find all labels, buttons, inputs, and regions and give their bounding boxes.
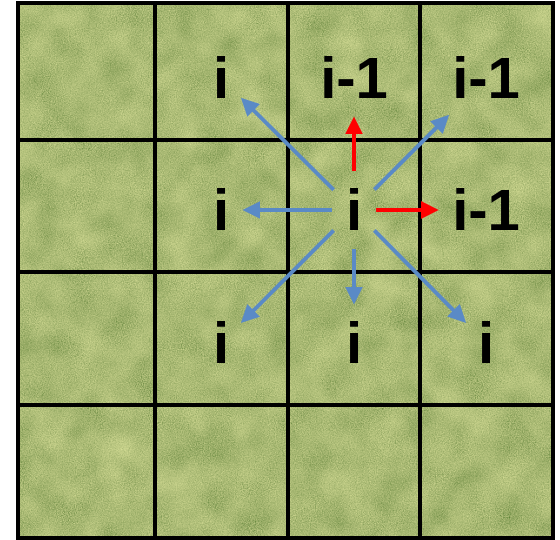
grass-tile <box>155 140 288 272</box>
cell-index-label: i <box>213 49 229 107</box>
grass-tile <box>155 272 288 405</box>
grid-line <box>16 270 555 274</box>
grid-cell-label: i <box>338 177 370 243</box>
grid-line <box>16 403 555 407</box>
neighbour-arrow <box>250 107 334 190</box>
cell-index-label: i-1 <box>452 181 520 239</box>
grass-tile <box>18 272 155 405</box>
neighbour-arrow <box>352 249 356 292</box>
grid-cell-label: i <box>338 310 370 376</box>
grid-lines <box>16 3 555 538</box>
neighbour-arrow <box>374 124 440 190</box>
grass-tile <box>155 3 288 140</box>
grass-tile <box>155 405 288 538</box>
neighbour-arrow <box>376 208 426 212</box>
grid-line <box>16 536 555 540</box>
cell-index-label: i <box>213 314 229 372</box>
grid-cell-label: i-1 <box>444 177 528 243</box>
grid-cell-label: i <box>205 310 237 376</box>
grid-cell-label: i <box>205 45 237 111</box>
cell-index-label: i <box>346 314 362 372</box>
grid-cell-label: i <box>470 310 502 376</box>
cell-index-label: i-1 <box>452 49 520 107</box>
cell-index-label: i <box>346 181 362 239</box>
grid-line <box>16 1 555 5</box>
grid-cell-label: i-1 <box>444 45 528 111</box>
grass-tile <box>420 3 553 140</box>
grass-tile <box>18 405 155 538</box>
grass-tile <box>18 140 155 272</box>
grass-tile <box>18 3 155 140</box>
grass-tile <box>288 405 420 538</box>
grass-tile <box>420 140 553 272</box>
grid-cell-label: i <box>205 177 237 243</box>
grass-tile <box>288 3 420 140</box>
cell-index-label: i <box>478 314 494 372</box>
cell-index-label: i-1 <box>320 49 388 107</box>
grid-cell-label: i-1 <box>312 45 396 111</box>
cell-index-label: i <box>213 181 229 239</box>
neighbour-arrow <box>352 129 356 171</box>
grass-tile <box>420 405 553 538</box>
grass-tile <box>420 272 553 405</box>
neighbour-arrow <box>374 230 457 314</box>
neighbour-arrow <box>255 208 332 212</box>
neighbour-arrow <box>250 230 334 314</box>
